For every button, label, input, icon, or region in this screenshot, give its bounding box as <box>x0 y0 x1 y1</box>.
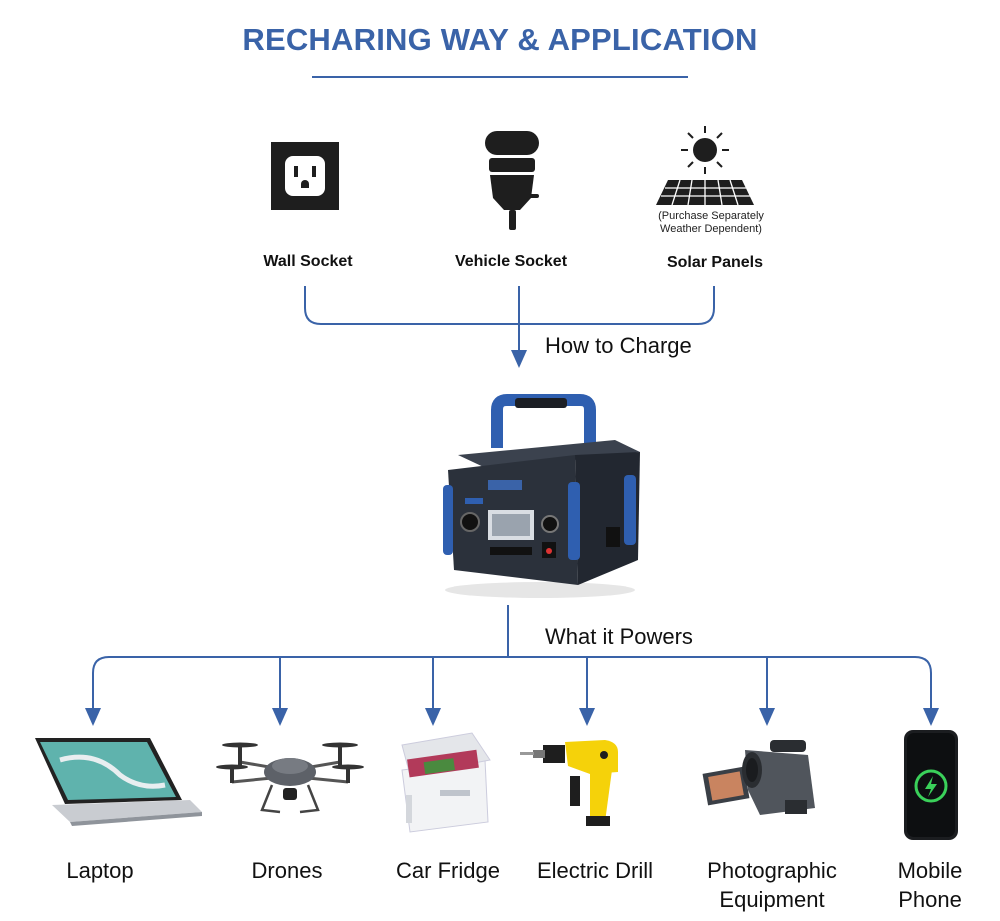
solar-note-line1: (Purchase Separately <box>658 210 764 222</box>
car-fridge-label: Car Fridge <box>396 858 500 883</box>
drones-label: Drones <box>251 858 323 883</box>
powers-bracket <box>92 656 932 716</box>
electric-drill-label: Electric Drill <box>536 858 654 883</box>
laptop-label: Laptop <box>66 858 134 883</box>
photographic-label-line2: Equipment <box>719 887 825 912</box>
page-title: RECHARING WAY & APPLICATION <box>242 22 758 57</box>
wall-socket-label: Wall Socket <box>263 253 353 270</box>
how-to-charge-label: How to Charge <box>545 333 692 358</box>
what-it-powers-label: What it Powers <box>545 624 693 649</box>
mobile-label-line2: Phone <box>898 887 962 912</box>
photographic-equipment-label: Photographic Equipment <box>687 856 857 914</box>
solar-note: (Purchase Separately Weather Dependent) <box>641 210 781 236</box>
photographic-label-line1: Photographic <box>707 858 837 883</box>
vehicle-socket-label: Vehicle Socket <box>454 253 568 270</box>
mobile-label-line1: Mobile <box>897 858 963 883</box>
mobile-phone-label: Mobile Phone <box>845 856 1000 914</box>
charge-bracket <box>304 286 715 325</box>
solar-panels-label: Solar Panels <box>666 254 764 271</box>
solar-note-line2: Weather Dependent) <box>660 223 762 235</box>
title-underline <box>312 76 688 78</box>
